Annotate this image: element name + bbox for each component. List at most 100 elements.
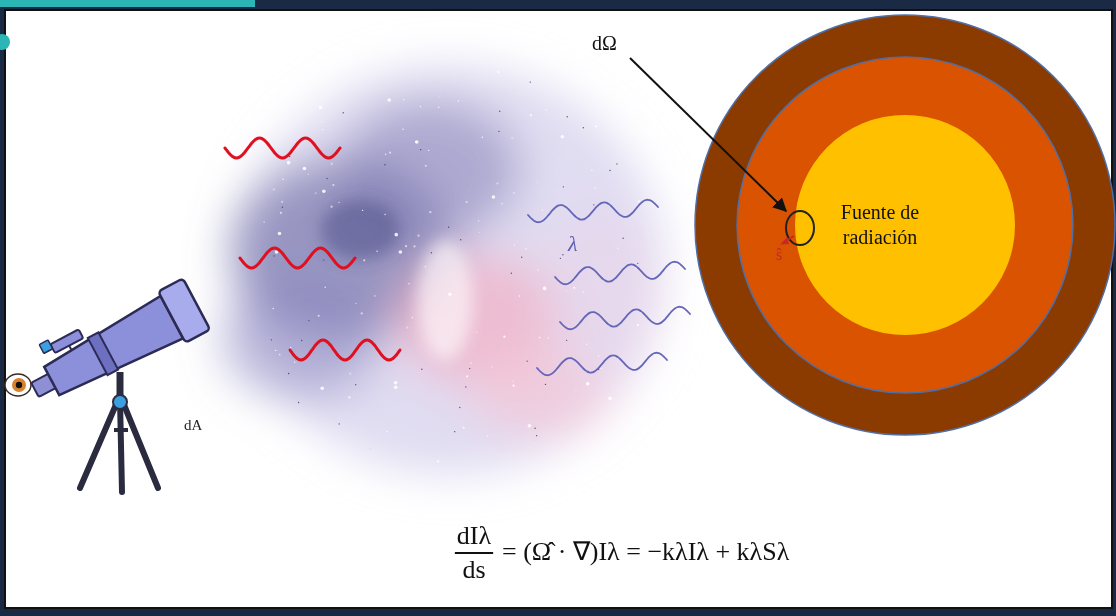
red-wave	[225, 138, 340, 158]
star	[530, 81, 531, 82]
nebula-dark-knot	[320, 200, 400, 260]
solid-angle-label: dΩ	[592, 32, 617, 54]
star	[598, 355, 599, 356]
star	[425, 266, 426, 267]
star	[374, 295, 375, 296]
star	[408, 283, 409, 284]
star	[530, 114, 532, 116]
blue-wave	[560, 307, 690, 330]
star	[331, 163, 333, 165]
star	[307, 174, 308, 175]
star	[425, 165, 427, 167]
star	[271, 339, 272, 340]
red-wave	[290, 340, 400, 360]
outer-layer	[695, 15, 1115, 435]
star	[308, 320, 309, 321]
star	[394, 385, 398, 389]
finder-mount	[69, 346, 72, 351]
star	[511, 273, 512, 274]
direction-arrowhead	[780, 238, 789, 245]
tripod	[80, 372, 158, 492]
star	[298, 402, 299, 403]
star	[279, 354, 280, 355]
star	[387, 98, 391, 102]
star	[496, 182, 498, 184]
star	[482, 137, 483, 138]
star	[497, 71, 499, 73]
radiation-source: Fuente de radiación	[795, 115, 1015, 335]
star	[281, 201, 283, 203]
star	[429, 211, 431, 213]
blue-wave	[555, 262, 685, 285]
star	[348, 396, 350, 398]
star	[542, 209, 543, 210]
star	[463, 427, 465, 429]
star	[369, 448, 371, 450]
star	[402, 129, 403, 130]
star	[491, 366, 493, 368]
star	[513, 90, 515, 92]
star	[462, 343, 464, 345]
star	[596, 334, 597, 335]
star	[263, 221, 264, 222]
header-accent	[0, 0, 255, 7]
star	[617, 247, 618, 248]
star	[595, 187, 596, 188]
star	[294, 362, 295, 363]
star	[417, 235, 419, 237]
star	[420, 106, 421, 107]
star	[437, 460, 439, 462]
star	[394, 381, 398, 385]
nebula-core	[417, 240, 473, 360]
star	[355, 303, 356, 304]
star	[566, 340, 567, 341]
star	[499, 111, 500, 112]
star	[586, 382, 590, 386]
equation-denominator: ds	[462, 556, 485, 585]
dew-shield	[158, 278, 210, 342]
star	[562, 254, 563, 255]
star	[439, 96, 440, 97]
star	[479, 232, 480, 233]
star	[513, 192, 514, 193]
star	[319, 106, 323, 110]
star	[546, 109, 547, 110]
eye-iris	[12, 378, 26, 392]
star	[338, 202, 339, 203]
nebula-haze	[540, 210, 660, 390]
star	[394, 233, 398, 237]
star	[525, 248, 526, 249]
star	[458, 100, 459, 101]
tripod-head	[113, 395, 127, 409]
blue-wave	[537, 353, 667, 376]
star	[487, 436, 488, 437]
star	[321, 121, 322, 122]
star	[566, 290, 568, 292]
content-panel	[5, 10, 1112, 608]
star	[349, 372, 351, 374]
star	[301, 340, 302, 341]
tripod-leg	[120, 400, 122, 492]
star	[288, 373, 289, 374]
star	[637, 324, 639, 326]
star	[325, 287, 326, 288]
star	[595, 125, 597, 127]
star	[362, 210, 363, 211]
star	[521, 257, 522, 258]
star	[282, 179, 283, 180]
eye-pupil	[16, 382, 22, 388]
star	[318, 315, 320, 317]
star	[412, 317, 413, 318]
star	[583, 127, 584, 128]
star	[543, 287, 547, 291]
tripod-brace	[114, 428, 128, 432]
star	[438, 107, 439, 108]
star	[514, 244, 515, 245]
star	[330, 206, 332, 208]
star	[363, 259, 365, 261]
star	[560, 258, 561, 259]
star	[557, 426, 559, 428]
middle-layer	[737, 57, 1073, 393]
star	[466, 375, 468, 377]
